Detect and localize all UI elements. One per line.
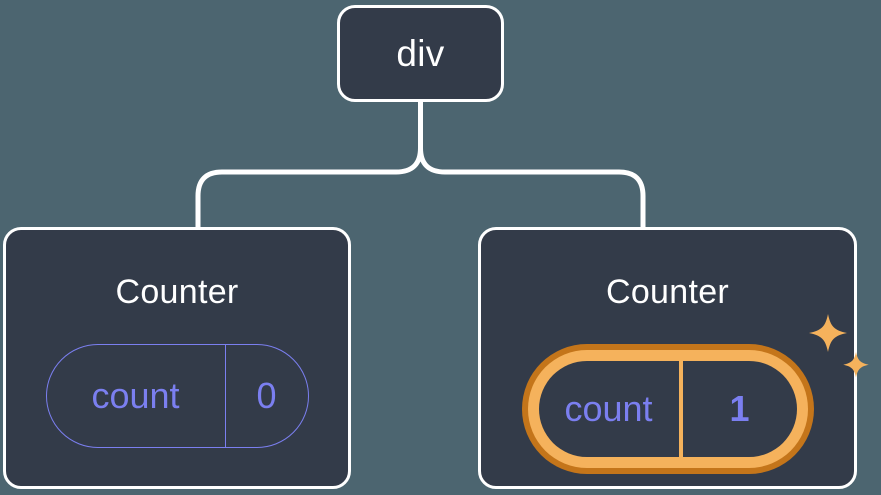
state-pill-right-ring: count 1 — [527, 350, 808, 468]
state-pill-right-key: count — [539, 361, 683, 457]
state-pill-left-wrap: count 0 — [45, 344, 309, 448]
state-pill-right[interactable]: count 1 — [521, 344, 814, 474]
node-root-div[interactable]: div — [337, 5, 504, 102]
state-pill-left-value: 0 — [256, 375, 277, 416]
state-pill-right-wrap: count 1 — [521, 314, 869, 474]
state-pill-left[interactable]: count 0 — [45, 344, 309, 448]
node-counter-right[interactable]: Counter count 1 — [478, 227, 869, 489]
state-pill-right-core: count 1 — [538, 361, 797, 457]
connector-branch-left — [195, 145, 423, 231]
node-counter-left[interactable]: Counter count 0 — [3, 227, 351, 489]
sparkle-small-icon — [842, 352, 869, 378]
sparkles-icon — [808, 314, 869, 378]
state-pill-left-key: count — [47, 345, 226, 447]
node-counter-left-title: Counter — [115, 273, 239, 311]
state-pill-right-value: 1 — [729, 388, 750, 429]
sparkle-large-icon — [808, 314, 847, 352]
node-counter-right-title: Counter — [605, 273, 730, 311]
connector-branch-right — [418, 145, 646, 231]
node-root-label: div — [396, 33, 445, 74]
